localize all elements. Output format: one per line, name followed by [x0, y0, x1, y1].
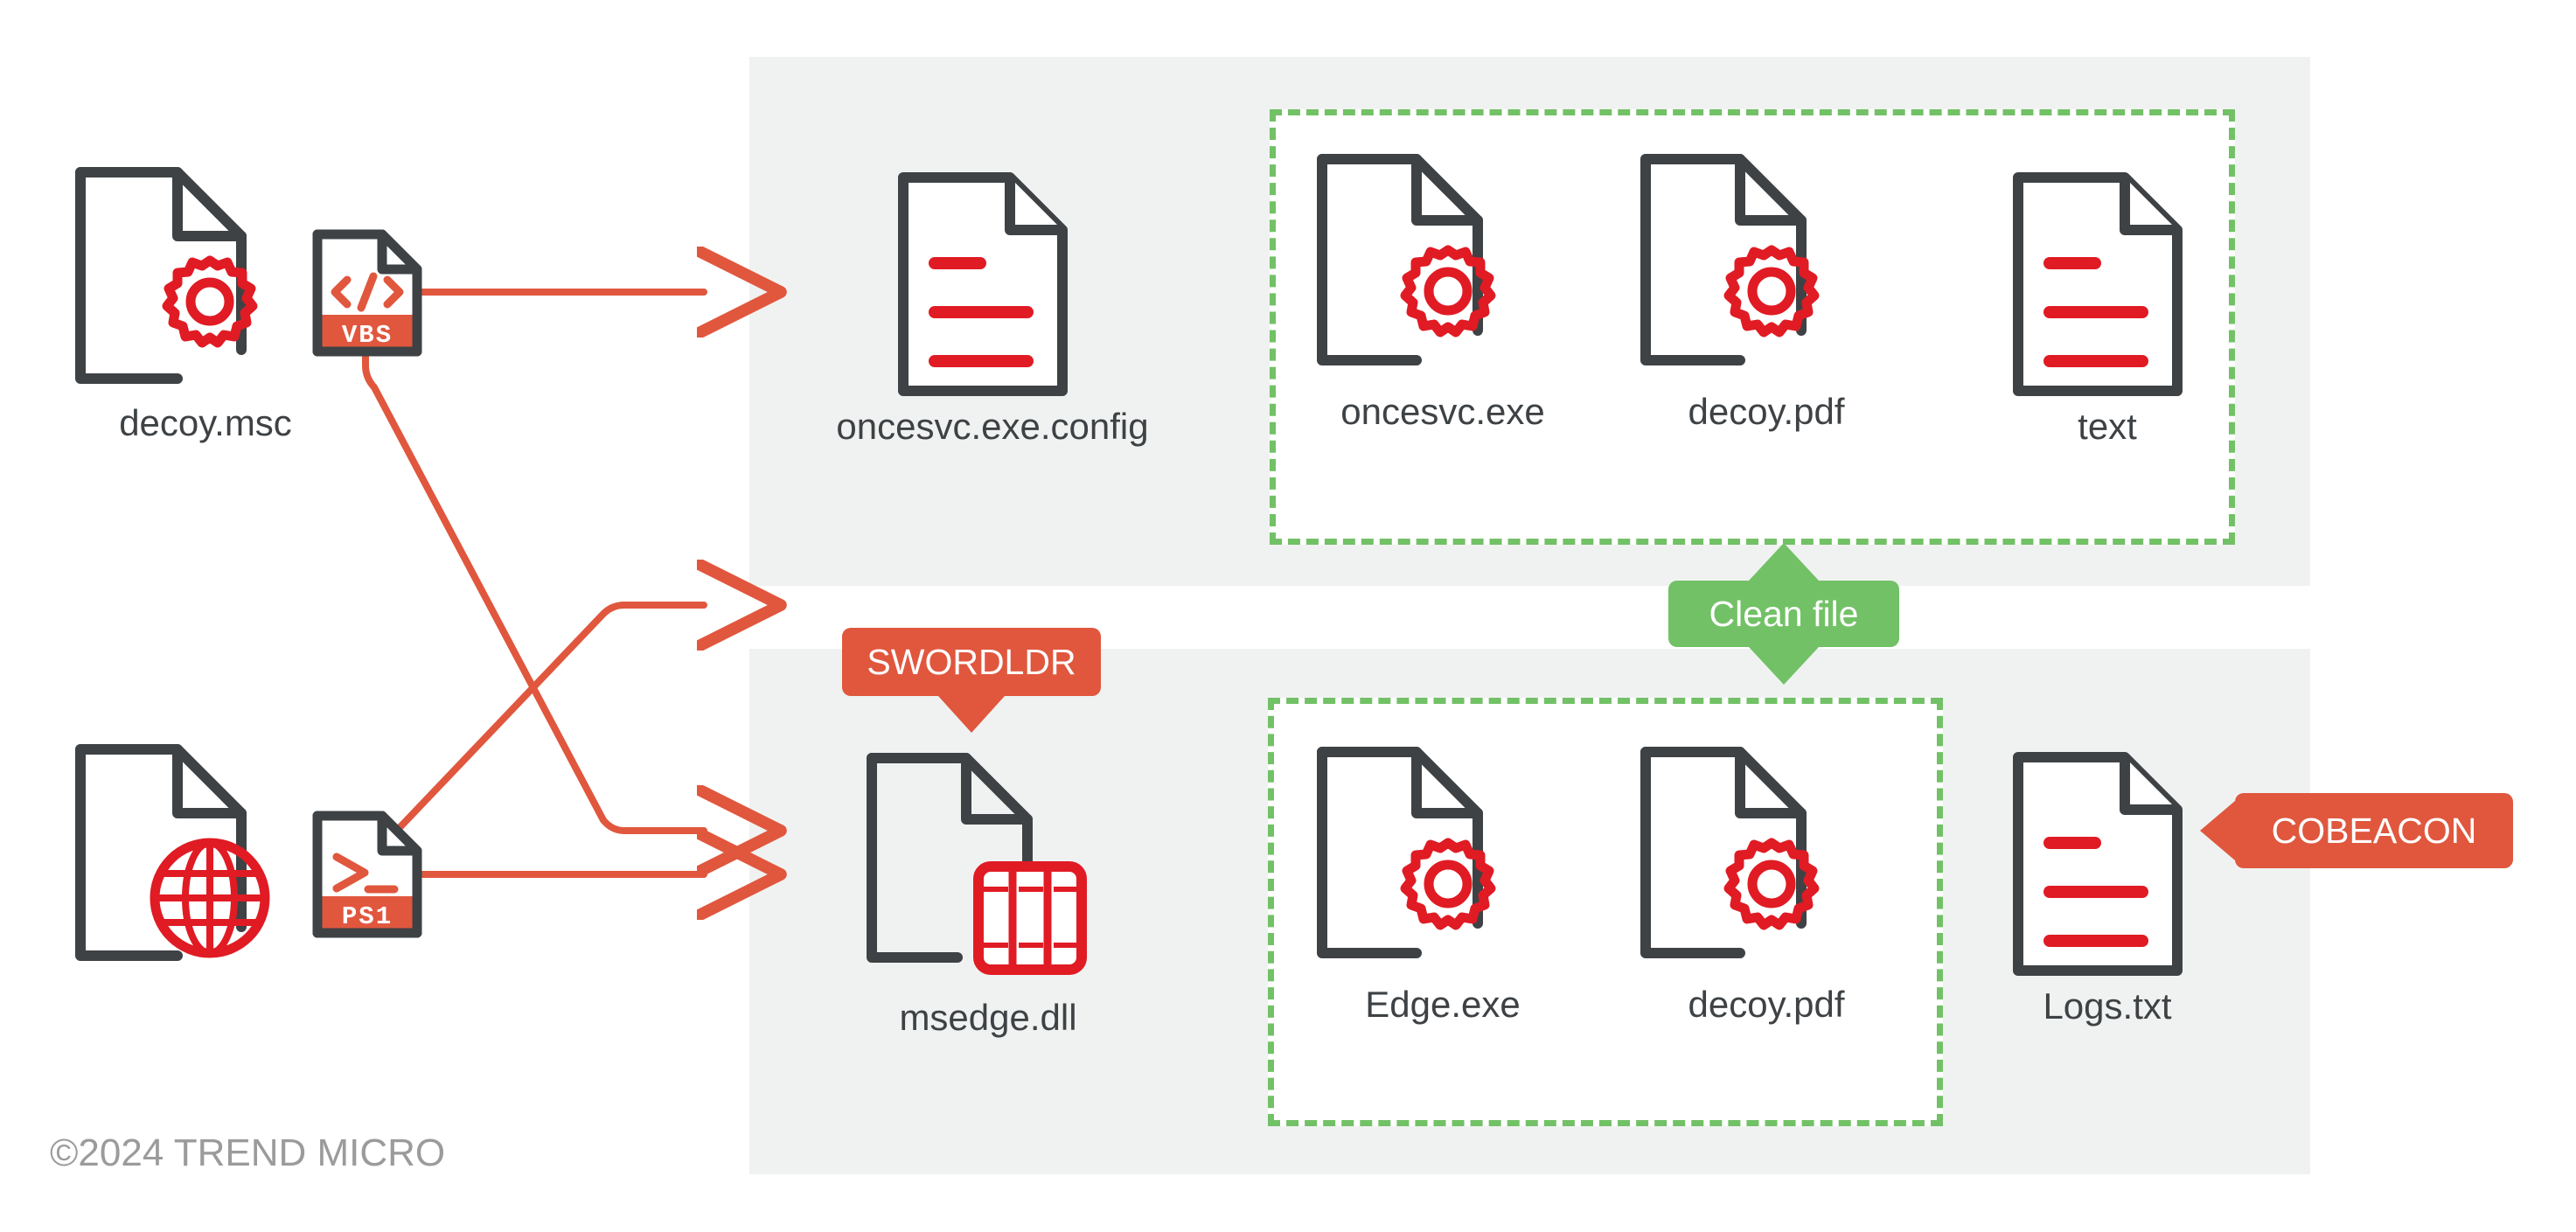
node-text-file[interactable]: text: [2002, 171, 2212, 450]
badge-pointer-left: [2200, 801, 2235, 860]
node-decoy-pdf-top[interactable]: decoy.pdf: [1635, 149, 1897, 437]
document-with-gear-icon: [1640, 154, 1820, 365]
node-caption: Logs.txt: [2043, 985, 2172, 1027]
gear-icon: [1400, 245, 1496, 338]
node-caption: decoy.pdf: [1688, 984, 1845, 1025]
node-ps1-script[interactable]: PS1: [310, 809, 424, 940]
gear-icon: [162, 255, 258, 348]
node-downloaded-file[interactable]: [70, 739, 341, 1001]
badge-label: Clean file: [1709, 593, 1859, 634]
vbs-tag-label: VBS: [342, 321, 393, 350]
node-caption: oncesvc.exe.config: [836, 406, 1149, 447]
badge-clean-file[interactable]: Clean file: [1668, 543, 1899, 685]
node-caption: oncesvc.exe: [1340, 391, 1545, 432]
text-document-icon: [2013, 752, 2183, 976]
node-caption: msedge.dll: [899, 997, 1077, 1038]
text-document-icon: [2013, 172, 2183, 396]
node-edge-exe[interactable]: Edge.exe: [1312, 741, 1574, 1030]
node-caption: decoy.pdf: [1688, 391, 1845, 432]
globe-icon: [150, 838, 270, 958]
node-vbs-script[interactable]: VBS: [310, 227, 424, 358]
powershell-file-icon: PS1: [312, 811, 422, 938]
node-oncesvc-exe[interactable]: oncesvc.exe: [1312, 149, 1574, 437]
text-document-icon: [898, 172, 1068, 396]
document-with-gear-icon: [1640, 747, 1820, 958]
node-logs-txt[interactable]: Logs.txt: [2002, 750, 2212, 1030]
node-decoy-pdf-bottom[interactable]: decoy.pdf: [1635, 741, 1897, 1030]
node-decoy-msc[interactable]: decoy.msc: [70, 162, 341, 442]
gear-icon: [1723, 245, 1820, 338]
clean-file-box-bottom: [1268, 698, 1943, 1126]
node-caption: decoy.msc: [119, 402, 292, 443]
document-with-dll-icon: [867, 753, 1087, 975]
copyright-notice: ©2024 TREND MICRO: [50, 1131, 446, 1174]
node-oncesvc-exe-config[interactable]: oncesvc.exe.config: [836, 171, 1149, 450]
badge-pointer-up: [1749, 543, 1819, 581]
connector-vbs-to-bottom: [362, 345, 704, 831]
gear-icon: [1723, 838, 1820, 930]
dll-library-icon: [973, 861, 1087, 975]
badge-cobeacon[interactable]: COBEACON: [2200, 793, 2513, 868]
gear-icon: [1400, 838, 1496, 930]
badge-pointer-down: [1749, 647, 1819, 685]
node-caption: Edge.exe: [1365, 984, 1521, 1025]
badge-swordldr[interactable]: SWORDLDR: [842, 628, 1101, 733]
badge-pointer-down: [938, 696, 1005, 733]
document-with-globe-icon: [75, 744, 270, 961]
ps1-tag-label: PS1: [342, 902, 393, 931]
badge-label: SWORDLDR: [867, 641, 1076, 682]
document-with-gear-icon: [75, 167, 258, 384]
node-msedge-dll[interactable]: msedge.dll: [861, 748, 1115, 1036]
document-with-gear-icon: [1317, 747, 1496, 958]
document-with-gear-icon: [1317, 154, 1496, 365]
code-file-icon: VBS: [312, 229, 422, 357]
node-caption: text: [2078, 406, 2137, 447]
badge-label: COBEACON: [2271, 810, 2477, 851]
